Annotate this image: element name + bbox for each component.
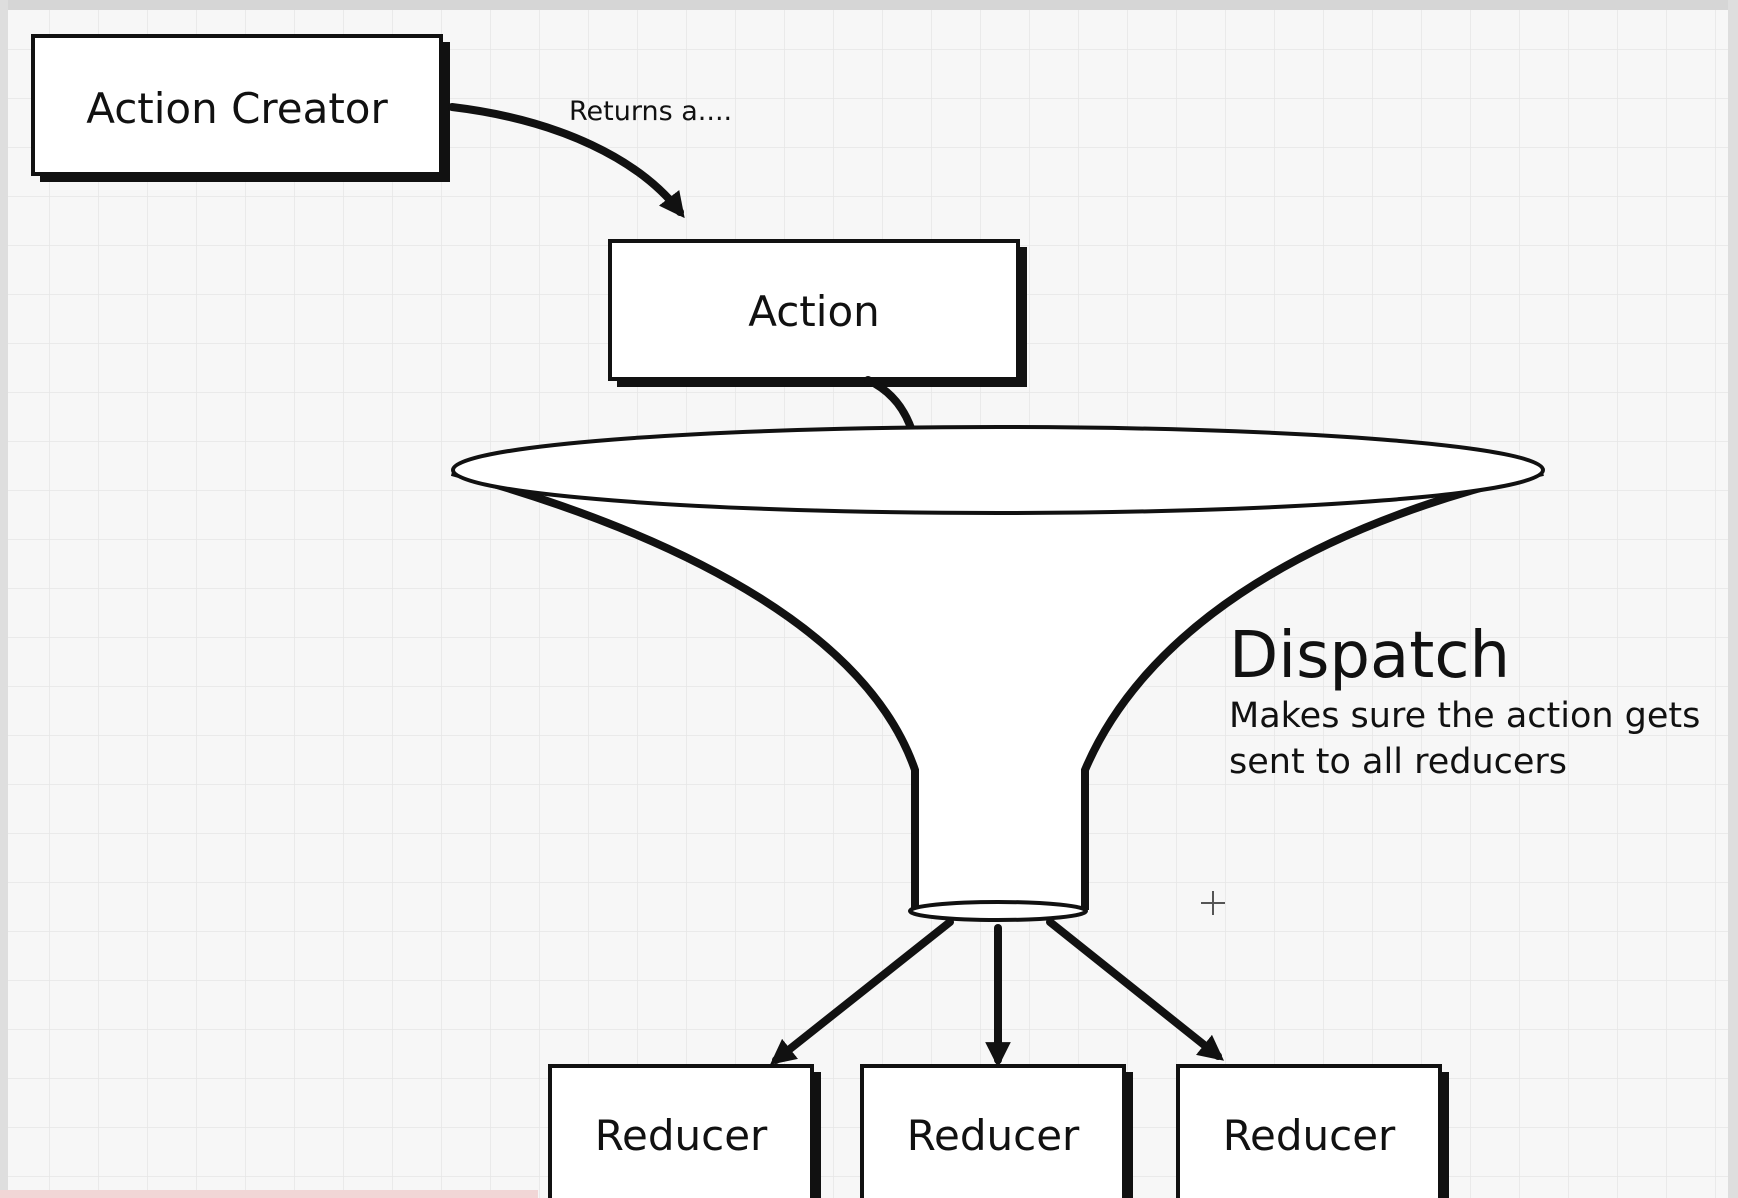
action-creator-label: Action Creator	[86, 84, 388, 133]
funnel-right-wall	[1081, 468, 1544, 910]
left-border	[0, 0, 8, 1198]
crosshair-cursor-icon	[1201, 891, 1225, 915]
dispatch-funnel	[450, 425, 1545, 922]
funnel-bottom-rim	[908, 900, 1088, 922]
dispatch-description-line1: Makes sure the action gets	[1229, 696, 1700, 736]
funnel-body	[452, 472, 1543, 910]
reducer-label-1: Reducer	[595, 1111, 768, 1160]
funnel-left-wall	[450, 468, 919, 910]
dispatch-title: Dispatch	[1229, 619, 1510, 693]
action-creator-node: Action Creator	[31, 34, 450, 182]
action-label: Action	[748, 287, 880, 336]
right-border	[1728, 0, 1738, 1198]
reducer-label-3: Reducer	[1223, 1111, 1396, 1160]
dispatch-to-reducer-1-arrow	[769, 918, 954, 1065]
progress-bar[interactable]	[0, 1190, 538, 1198]
returns-label: Returns a....	[569, 96, 732, 127]
reducer-node-2: Reducer	[860, 1064, 1133, 1198]
action-node: Action	[608, 239, 1027, 387]
reducer-label-2: Reducer	[907, 1111, 1080, 1160]
funnel-top-rim	[451, 425, 1545, 515]
reducer-node-3: Reducer	[1176, 1064, 1449, 1198]
top-border	[0, 0, 1738, 10]
dispatch-description-line2: sent to all reducers	[1229, 742, 1567, 782]
reducer-node-1: Reducer	[548, 1064, 821, 1198]
dispatch-to-reducer-3-arrow	[1046, 918, 1225, 1061]
returns-arrow	[448, 103, 685, 219]
